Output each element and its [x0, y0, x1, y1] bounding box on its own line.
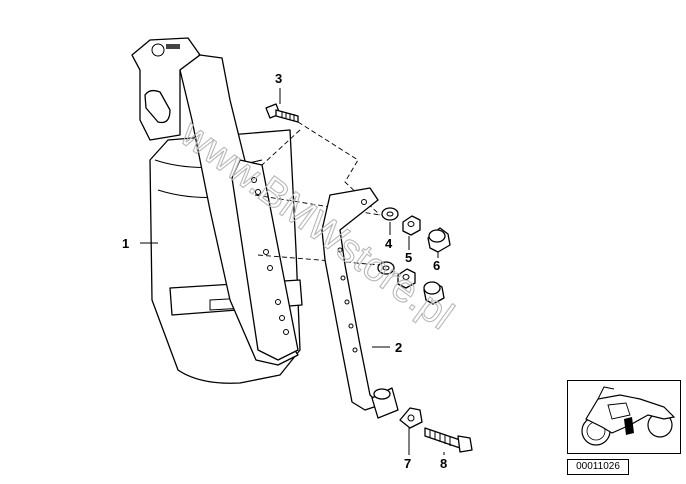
callout-6: 6	[433, 258, 440, 273]
washer-lower[interactable]	[377, 261, 395, 275]
fire-extinguisher[interactable]	[131, 37, 303, 384]
callout-2: 2	[395, 340, 402, 355]
motorcycle-icon	[581, 386, 676, 446]
callout-5: 5	[405, 250, 412, 265]
vehicle-thumbnail[interactable]	[567, 380, 681, 454]
bolt-upper[interactable]	[265, 103, 299, 123]
highlight-mark	[624, 417, 634, 435]
callout-3: 3	[275, 71, 282, 86]
diagram-code: 00011026	[567, 459, 629, 475]
callout-4: 4	[385, 236, 393, 251]
washer-clip[interactable]	[399, 407, 423, 429]
mounting-bracket[interactable]	[321, 187, 399, 419]
callout-7: 7	[404, 456, 411, 471]
callout-8: 8	[440, 456, 447, 471]
cap-lower[interactable]	[423, 281, 445, 305]
nut-lower[interactable]	[397, 268, 416, 289]
nut-upper[interactable]	[402, 215, 421, 236]
washer-upper[interactable]	[381, 207, 399, 221]
cap-upper[interactable]	[427, 227, 451, 253]
bolt-lower[interactable]	[424, 427, 473, 453]
callout-1: 1	[122, 236, 129, 251]
